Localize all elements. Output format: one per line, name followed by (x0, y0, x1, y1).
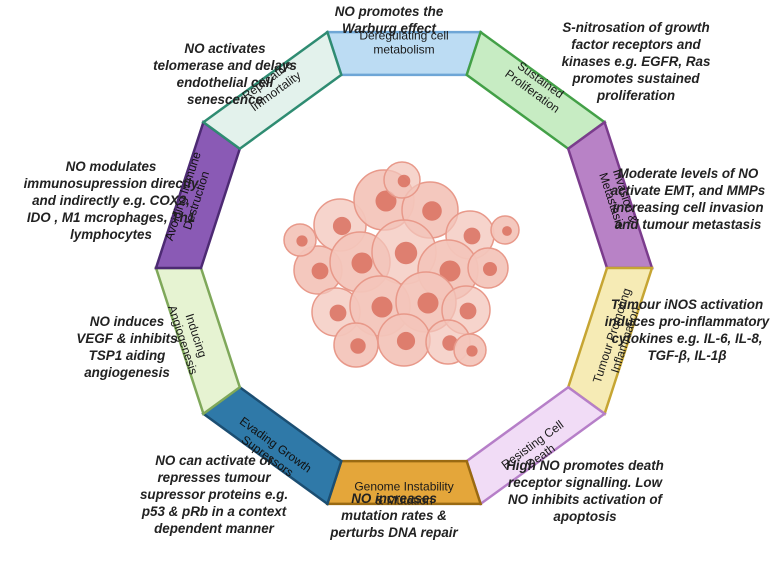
tumour-cell-nucleus (296, 235, 308, 247)
tumour-cell-nucleus (371, 296, 393, 318)
tumour-cell-nucleus (459, 302, 477, 320)
desc-proliferation: S-nitrosation of growth factor receptors… (561, 20, 711, 103)
desc-angiogenesis: NO induces VEGF & inhibits TSP1 aiding a… (76, 314, 178, 380)
tumour-cell-nucleus (329, 304, 347, 322)
tumour-cell-nucleus (332, 216, 352, 236)
desc-metabolism: NO promotes the Warburg effect (334, 4, 444, 36)
desc-immortality: NO activates telomerase and delays endot… (153, 41, 297, 107)
tumour-cell-nucleus (422, 201, 442, 221)
tumour-cell-cluster-icon (283, 161, 520, 368)
tumour-cell-nucleus (396, 331, 416, 351)
desc-immune: NO modulates immunosupression directly a… (23, 159, 199, 242)
tumour-cell-nucleus (375, 190, 397, 212)
tumour-cell-nucleus (397, 174, 411, 188)
desc-genome: NO increases mutation rates & perturbs D… (330, 491, 458, 540)
desc-inflammation: Tumour iNOS activation induces pro-infla… (604, 297, 770, 363)
hallmark-genome: Genome Instability& Mutation (325, 459, 483, 508)
hallmark-growth: Evading GrowthSupressors (201, 385, 343, 506)
tumour-cell-nucleus (351, 252, 373, 274)
hallmark-angiogenesis: InducingAngiogenesis (154, 266, 242, 416)
tumour-cell-nucleus (439, 260, 461, 282)
tumour-cell-nucleus (417, 292, 439, 314)
tumour-cell-nucleus (502, 226, 512, 236)
tumour-cell-nucleus (394, 241, 418, 265)
tumour-cell-nucleus (350, 338, 366, 354)
tumour-cell-nucleus (463, 227, 481, 245)
tumour-cell-nucleus (483, 262, 497, 276)
desc-death: High NO promotes death receptor signalli… (506, 458, 664, 524)
desc-invasion: Moderate levels of NO activate EMT, and … (610, 166, 766, 232)
hallmark-immortality-box (201, 30, 343, 151)
tumour-cell-nucleus (311, 262, 329, 280)
tumour-cell-nucleus (466, 345, 478, 357)
desc-growth: NO can activate or represses tumour supr… (139, 453, 289, 536)
hallmark-genome-label: Genome Instability& Mutation (354, 480, 453, 508)
